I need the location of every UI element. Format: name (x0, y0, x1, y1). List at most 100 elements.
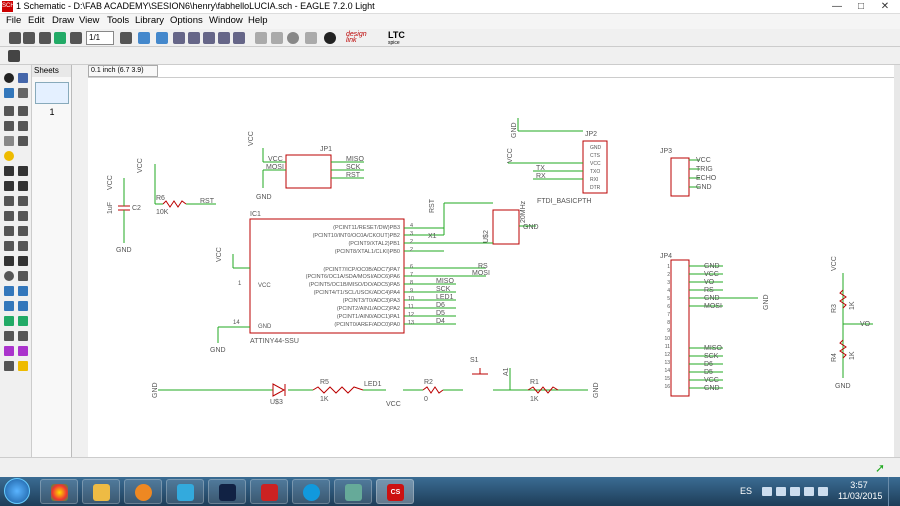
taskbar-acrobat[interactable] (250, 479, 288, 504)
delete-icon[interactable] (4, 166, 14, 176)
label-icon[interactable] (4, 316, 14, 326)
menu-edit[interactable]: Edit (28, 15, 45, 26)
arc-icon[interactable] (4, 271, 14, 281)
cam-icon[interactable] (54, 32, 66, 44)
volume-icon[interactable] (818, 487, 828, 496)
mirror-icon[interactable] (4, 121, 14, 131)
taskbar-chrome[interactable] (40, 479, 78, 504)
redo-icon[interactable] (271, 32, 283, 44)
help-icon[interactable] (324, 32, 336, 44)
grid-icon[interactable] (8, 50, 20, 62)
u2-resonator[interactable] (492, 209, 520, 245)
go-icon-toolbar[interactable] (305, 32, 317, 44)
name-icon[interactable] (18, 196, 28, 206)
bus-icon[interactable] (18, 286, 28, 296)
attribute-icon[interactable] (18, 316, 28, 326)
add-icon[interactable] (18, 166, 28, 176)
menu-library[interactable]: Library (135, 15, 165, 26)
mark-icon[interactable] (18, 88, 28, 98)
redraw-icon[interactable] (218, 32, 230, 44)
minimize-button[interactable]: — (832, 1, 842, 12)
open-icon[interactable] (9, 32, 21, 44)
rotate-icon[interactable] (18, 121, 28, 131)
board-icon[interactable] (70, 32, 82, 44)
jp4-body[interactable] (670, 259, 690, 397)
schematic-canvas[interactable]: IC1 ATTINY44-SSU VCC GND 1 14 (PCINT11/R… (88, 78, 894, 457)
save-icon[interactable] (23, 32, 35, 44)
net-icon[interactable] (4, 301, 14, 311)
change-icon[interactable] (18, 136, 28, 146)
command-input[interactable] (162, 65, 862, 77)
network-icon[interactable] (790, 487, 800, 496)
show-icon[interactable] (18, 73, 28, 83)
taskbar-skype[interactable] (292, 479, 330, 504)
print-icon[interactable] (39, 32, 51, 44)
jp2-body[interactable] (582, 140, 608, 194)
junction-icon[interactable] (18, 301, 28, 311)
script-icon[interactable] (138, 32, 150, 44)
vertical-scrollbar[interactable] (894, 65, 900, 457)
invoke-icon[interactable] (4, 241, 14, 251)
menu-draw[interactable]: Draw (52, 15, 75, 26)
menu-window[interactable]: Window (209, 15, 243, 26)
jp3-body[interactable] (670, 157, 690, 197)
sheet-select[interactable]: 1/1 (86, 31, 114, 45)
language-indicator[interactable]: ES (740, 486, 753, 496)
info-icon[interactable] (4, 73, 14, 83)
tray-icon-2[interactable] (776, 487, 786, 496)
wire-icon[interactable] (18, 241, 28, 251)
warning-icon[interactable] (18, 361, 28, 371)
errors-icon[interactable] (18, 346, 28, 356)
gateswap-icon[interactable] (18, 181, 28, 191)
go-icon[interactable]: ➚ (875, 461, 886, 475)
jp1-body[interactable] (285, 154, 332, 189)
zoom-fit-icon[interactable] (173, 32, 185, 44)
taskbar-photoshop[interactable] (208, 479, 246, 504)
split-icon[interactable] (18, 226, 28, 236)
rect-icon[interactable] (18, 271, 28, 281)
menu-tools[interactable]: Tools (107, 15, 130, 26)
pinswap-icon[interactable] (4, 181, 14, 191)
run-icon[interactable] (156, 32, 168, 44)
menu-options[interactable]: Options (170, 15, 203, 26)
undo-icon[interactable] (255, 32, 267, 44)
ratsnest-icon[interactable] (18, 331, 28, 341)
maximize-button[interactable]: □ (857, 1, 865, 12)
menu-help[interactable]: Help (248, 15, 268, 26)
paste-icon[interactable] (4, 151, 14, 161)
move-icon[interactable] (4, 106, 14, 116)
miter-icon[interactable] (4, 226, 14, 236)
tray-icon-1[interactable] (762, 487, 772, 496)
menu-file[interactable]: File (6, 15, 22, 26)
sheet-thumbnail[interactable] (35, 82, 69, 104)
flag-icon[interactable] (804, 487, 814, 496)
stop-icon[interactable] (287, 32, 299, 44)
group-icon[interactable] (4, 136, 14, 146)
value-icon[interactable] (4, 211, 14, 221)
show-desktop-button[interactable] (888, 477, 900, 506)
erc-icon[interactable] (4, 346, 14, 356)
taskbar-explorer[interactable] (82, 479, 120, 504)
replace-icon[interactable] (4, 196, 14, 206)
copy-icon[interactable] (18, 106, 28, 116)
layer-icon[interactable] (4, 361, 14, 371)
dimension-icon[interactable] (4, 331, 14, 341)
menu-view[interactable]: View (79, 15, 100, 26)
taskbar-media[interactable] (124, 479, 162, 504)
display-icon[interactable] (4, 88, 14, 98)
zoom-out-icon[interactable] (203, 32, 215, 44)
start-button[interactable] (4, 478, 30, 504)
polygon-icon[interactable] (4, 286, 14, 296)
smash-icon[interactable] (18, 211, 28, 221)
zoom-in-icon[interactable] (188, 32, 200, 44)
close-button[interactable]: ✕ (880, 1, 890, 12)
taskbar-eagle[interactable]: CS (376, 479, 414, 504)
taskbar-app8[interactable] (334, 479, 372, 504)
zoom-select-icon[interactable] (233, 32, 245, 44)
ulp-icon[interactable] (120, 32, 132, 44)
text-icon[interactable] (4, 256, 14, 266)
circle-icon[interactable] (18, 256, 28, 266)
